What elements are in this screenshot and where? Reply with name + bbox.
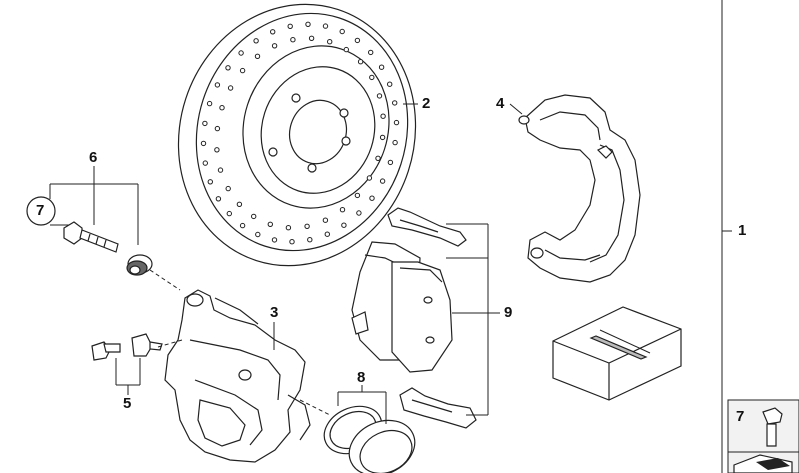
disc-drill-hole (202, 120, 208, 127)
disc-drill-hole (354, 192, 361, 199)
dashed-axis (149, 269, 181, 291)
disc-drill-hole (214, 125, 221, 132)
disc-drill-hole (202, 160, 209, 166)
disc-drill-hole (236, 201, 243, 208)
disc-drill-hole (322, 217, 329, 223)
disc-drill-hole (285, 225, 292, 231)
disc-drill-hole (239, 67, 246, 74)
callout-3: 3 (270, 304, 279, 321)
callout-6: 6 (89, 149, 98, 166)
leader-4 (509, 103, 523, 115)
disc-drill-hole (287, 23, 293, 29)
disc-drill-hole (270, 29, 276, 35)
disc-drill-hole (378, 64, 385, 70)
disc-drill-hole (254, 53, 261, 59)
disc-cross-drill-holes (200, 21, 400, 245)
disc-drill-hole (368, 49, 374, 56)
disc-drill-hole (356, 210, 362, 216)
disc-drill-hole (253, 38, 259, 44)
disc-drill-hole (387, 159, 394, 166)
disc-drill-hole (369, 74, 375, 81)
disc-drill-hole (376, 93, 383, 99)
disc-drill-hole (226, 210, 233, 217)
pad-clip-bottom (399, 387, 477, 429)
disc-drill-hole (307, 237, 313, 243)
caliper-carrier (518, 94, 641, 283)
pad-clip-top (387, 207, 467, 247)
disc-drill-hole (366, 175, 373, 181)
disc-drill-hole (214, 147, 220, 153)
disc-drill-hole (238, 50, 244, 56)
disc-drill-hole (215, 196, 222, 202)
disc-drill-hole (289, 239, 295, 245)
disc-drill-hole (219, 105, 225, 111)
callout-2: 2 (422, 95, 431, 112)
pad-bracket (446, 223, 500, 416)
assembly-bracket (721, 0, 732, 473)
disc-drill-hole (324, 231, 330, 237)
disc-drill-hole (305, 21, 311, 27)
disc-drill-hole (290, 37, 296, 43)
seal-bracket (337, 385, 387, 424)
disc-drill-hole (308, 35, 315, 41)
disc-drill-hole (339, 28, 345, 35)
disc-drill-hole (341, 222, 347, 228)
disc-drill-hole (267, 221, 273, 228)
bolt-group-bracket (49, 166, 139, 245)
disc-drill-hole (271, 237, 278, 243)
disc-drill-hole (225, 185, 231, 192)
disc-drill-hole (239, 222, 246, 229)
disc-drill-hole (354, 37, 361, 44)
callout-7: 7 (36, 202, 45, 219)
disc-drill-hole (343, 46, 349, 53)
bleeder-parts (91, 333, 163, 361)
callout-4: 4 (496, 95, 505, 112)
disc-drill-hole (206, 100, 213, 107)
disc-drill-hole (255, 231, 261, 238)
repair-kit-box (552, 306, 682, 401)
brake-disc (177, 3, 417, 267)
bottom-right-panel (727, 399, 799, 473)
disc-drill-hole (393, 119, 400, 126)
disc-drill-hole (271, 43, 278, 49)
seal-rings (323, 405, 416, 473)
disc-drill-hole (392, 139, 398, 146)
guide-sleeve (126, 254, 153, 276)
disc-drill-hole (380, 113, 386, 119)
disc-drill-hole (322, 23, 329, 29)
disc-drill-hole (369, 195, 375, 201)
brake-pads (351, 241, 453, 373)
disc-drill-hole (379, 178, 386, 184)
disc-drill-hole (339, 207, 346, 213)
disc-drill-hole (227, 85, 234, 91)
disc-drill-hole (379, 134, 386, 141)
disc-drill-hole (214, 82, 221, 88)
dashed-axis-3 (299, 399, 331, 416)
callout-7-thumbnail: 7 (736, 408, 745, 425)
disc-drill-hole (304, 223, 310, 230)
disc-drill-hole (375, 155, 381, 162)
brake-caliper (164, 289, 311, 463)
bleeder-bracket (115, 358, 141, 395)
disc-drill-hole (327, 39, 333, 45)
callout-5: 5 (123, 395, 132, 412)
disc-drill-hole (217, 167, 224, 173)
disc-drill-hole (251, 213, 257, 220)
bolt-7 (26, 196, 119, 253)
callout-1: 1 (738, 222, 747, 239)
disc-drill-hole (357, 59, 364, 65)
disc-drill-hole (392, 100, 398, 106)
disc-drill-hole (225, 65, 231, 71)
disc-drill-hole (387, 81, 393, 87)
callout-9: 9 (504, 304, 513, 321)
disc-drill-hole (207, 179, 214, 185)
callout-8: 8 (357, 369, 366, 386)
disc-drill-hole (200, 140, 207, 147)
